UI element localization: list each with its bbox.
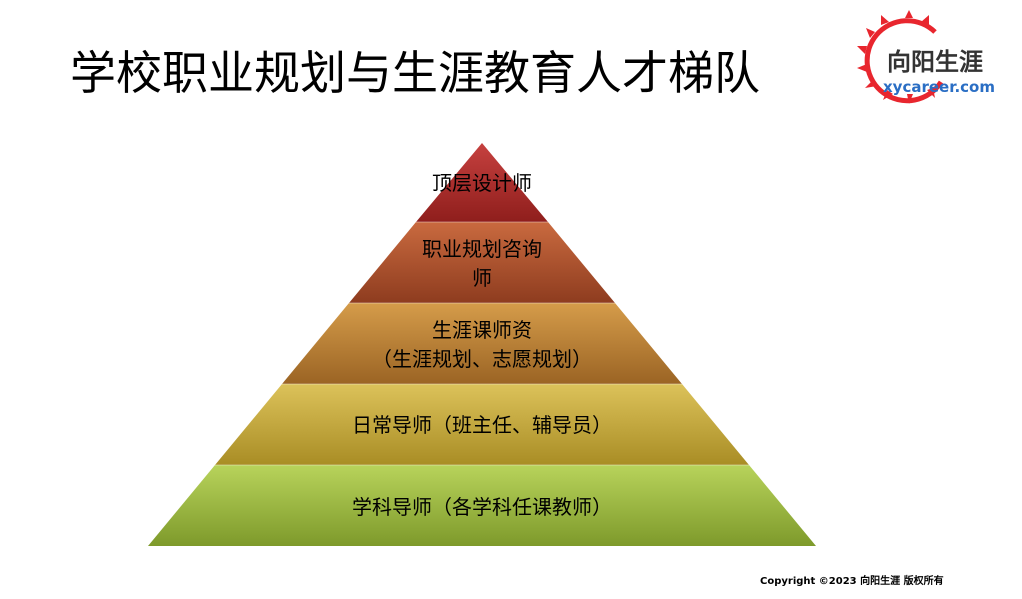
sun-icon	[857, 10, 944, 104]
layer-1-label: 顶层设计师	[432, 171, 532, 195]
logo-name: 向阳生涯	[887, 48, 983, 76]
pyramid-layer-3	[282, 303, 682, 384]
layer-5-label: 学科导师（各学科任课教师）	[352, 495, 612, 519]
pyramid-layer-5	[148, 465, 816, 546]
pyramid-layer-4	[215, 384, 749, 465]
page-title: 学校职业规划与生涯教育人才梯队	[70, 46, 760, 100]
xycareer-logo: 向阳生涯 xycareer.com	[857, 10, 1011, 104]
layer-3-label-line-1: 生涯课师资	[432, 318, 532, 342]
layer-2-label-line-2: 师	[472, 266, 492, 290]
layer-2-label-line-1: 职业规划咨询	[422, 237, 542, 261]
pyramid-layer-1	[416, 143, 548, 222]
pyramid-layer-2	[349, 222, 615, 303]
layer-4-label: 日常导师（班主任、辅导员）	[352, 413, 612, 437]
layer-3-label-line-2: （生涯规划、志愿规划）	[372, 347, 592, 371]
copyright-text: Copyright ©2023 向阳生涯 版权所有	[760, 576, 944, 587]
logo-url: xycareer.com	[883, 78, 995, 96]
